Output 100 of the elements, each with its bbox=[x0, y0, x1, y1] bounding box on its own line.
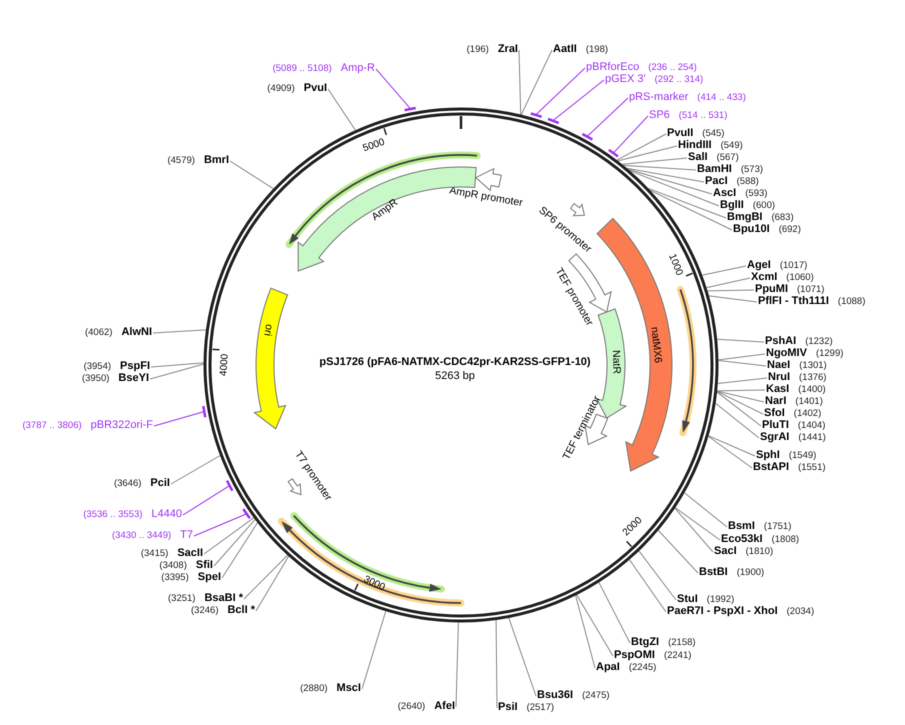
site-position: (1549) bbox=[788, 450, 816, 462]
restriction-site-name: SfoI bbox=[764, 407, 785, 420]
leader-line bbox=[553, 80, 604, 120]
leader-line bbox=[674, 508, 714, 552]
site-position: (588) bbox=[736, 176, 759, 188]
leader-line bbox=[706, 278, 750, 288]
primer-binding-mark bbox=[582, 132, 594, 141]
restriction-site-name: PshAI bbox=[765, 335, 796, 348]
restriction-site-name: NruI bbox=[768, 371, 790, 384]
site-position: (692) bbox=[778, 224, 801, 236]
restriction-site-name: NgoMIV bbox=[766, 347, 807, 360]
site-position: (1808) bbox=[772, 534, 800, 546]
leader-line bbox=[708, 295, 758, 302]
scale-label: 4000 bbox=[219, 354, 231, 376]
leader-line bbox=[718, 354, 766, 360]
primer-position: (514 .. 531) bbox=[678, 110, 728, 122]
site-position: (4909) bbox=[267, 83, 295, 95]
restriction-site-name: PflFI - Tth111I bbox=[758, 295, 829, 309]
leader-line bbox=[328, 88, 356, 131]
restriction-site-name: HindIII bbox=[678, 139, 712, 152]
site-position: (549) bbox=[720, 140, 743, 152]
scale-label: 1000 bbox=[666, 252, 684, 277]
site-position: (3251) bbox=[168, 593, 196, 605]
leader-line bbox=[707, 290, 754, 292]
restriction-site-name: Bpu10I bbox=[733, 223, 770, 237]
leader-line bbox=[718, 360, 766, 366]
leader-line bbox=[628, 168, 712, 194]
site-position: (2245) bbox=[628, 662, 656, 674]
site-position: (2158) bbox=[668, 637, 696, 649]
site-position: (2880) bbox=[300, 683, 328, 695]
restriction-site-name: BsaBI * bbox=[204, 592, 243, 605]
site-position: (2517) bbox=[526, 702, 554, 714]
site-position: (1551) bbox=[798, 462, 826, 474]
primer-position: (3430 .. 3449) bbox=[112, 530, 172, 542]
site-position: (1441) bbox=[798, 432, 826, 444]
site-position: (3395) bbox=[161, 572, 189, 584]
primer-name: pRS-marker bbox=[629, 91, 688, 105]
leader-line bbox=[150, 362, 204, 368]
leader-line bbox=[717, 378, 768, 384]
plasmid-length: 5263 bp bbox=[435, 370, 475, 384]
site-position: (4062) bbox=[84, 327, 112, 339]
primer-binding-mark bbox=[226, 480, 234, 492]
leader-line bbox=[376, 68, 410, 109]
restriction-site-name: PpuMI bbox=[755, 283, 788, 296]
primer-position: (3536 .. 3553) bbox=[83, 509, 142, 521]
site-position: (1751) bbox=[764, 521, 792, 533]
restriction-site-name: PvuII bbox=[667, 127, 694, 140]
leader-line bbox=[598, 582, 630, 644]
leader-line bbox=[536, 68, 586, 115]
restriction-site-name: AatII bbox=[553, 43, 577, 57]
leader-line bbox=[629, 559, 666, 612]
leader-line bbox=[674, 507, 720, 540]
leader-line bbox=[520, 50, 552, 116]
leader-line bbox=[518, 50, 522, 116]
restriction-site-name: XcmI bbox=[751, 271, 778, 284]
leader-line bbox=[614, 116, 648, 153]
site-position: (2034) bbox=[786, 606, 814, 618]
site-position: (1992) bbox=[706, 594, 734, 606]
leader-line bbox=[716, 390, 766, 392]
site-position: (1301) bbox=[799, 360, 827, 372]
restriction-site-name: SgrAI bbox=[760, 431, 790, 445]
site-position: (573) bbox=[740, 164, 764, 176]
site-position: (198) bbox=[586, 44, 608, 56]
restriction-site-name: SpeI bbox=[198, 571, 221, 585]
site-position: (3954) bbox=[84, 361, 112, 373]
leader-line bbox=[170, 455, 220, 484]
leader-line bbox=[702, 266, 746, 276]
leader-line bbox=[214, 519, 256, 566]
leader-line bbox=[256, 556, 290, 612]
primer-binding-mark bbox=[404, 106, 416, 112]
plasmid-name: pSJ1726 (pFA6-NATMX-CDC42pr-KAR2SS-GFP1-10) bbox=[319, 356, 591, 370]
site-position: (2475) bbox=[582, 690, 610, 702]
restriction-site-name: BclI * bbox=[227, 604, 255, 618]
leader-line bbox=[496, 620, 498, 708]
site-position: (1400) bbox=[798, 384, 826, 396]
primer-name: Amp-R bbox=[340, 62, 375, 76]
site-position: (545) bbox=[702, 128, 724, 140]
restriction-site-name: Bsu36I bbox=[537, 689, 574, 703]
feature-label: ori bbox=[262, 323, 274, 337]
site-position: (683) bbox=[771, 212, 794, 224]
primer-binding-mark bbox=[242, 508, 251, 520]
site-position: (2640) bbox=[398, 701, 426, 713]
leader-line bbox=[622, 158, 688, 165]
restriction-site-name: PspFI bbox=[120, 360, 150, 373]
restriction-site-name: PacI bbox=[705, 175, 728, 188]
site-position: (3415) bbox=[140, 548, 168, 560]
restriction-site-name: BtgZI bbox=[631, 636, 660, 650]
scale-label: 5000 bbox=[362, 137, 386, 154]
leader-line bbox=[230, 160, 274, 190]
restriction-site-name: PciI bbox=[150, 477, 170, 491]
feature-label: NatR bbox=[610, 350, 622, 374]
leader-line bbox=[630, 170, 720, 206]
site-position: (1376) bbox=[799, 372, 826, 384]
restriction-site-name: NarI bbox=[765, 395, 786, 408]
site-position: (3408) bbox=[159, 560, 187, 572]
primer-binding-mark bbox=[202, 406, 207, 418]
site-position: (1071) bbox=[797, 284, 824, 296]
primer-position: (414 .. 433) bbox=[697, 92, 746, 104]
primer-name: pGEX 3' bbox=[605, 73, 646, 87]
restriction-site-name: BmrI bbox=[204, 154, 229, 168]
